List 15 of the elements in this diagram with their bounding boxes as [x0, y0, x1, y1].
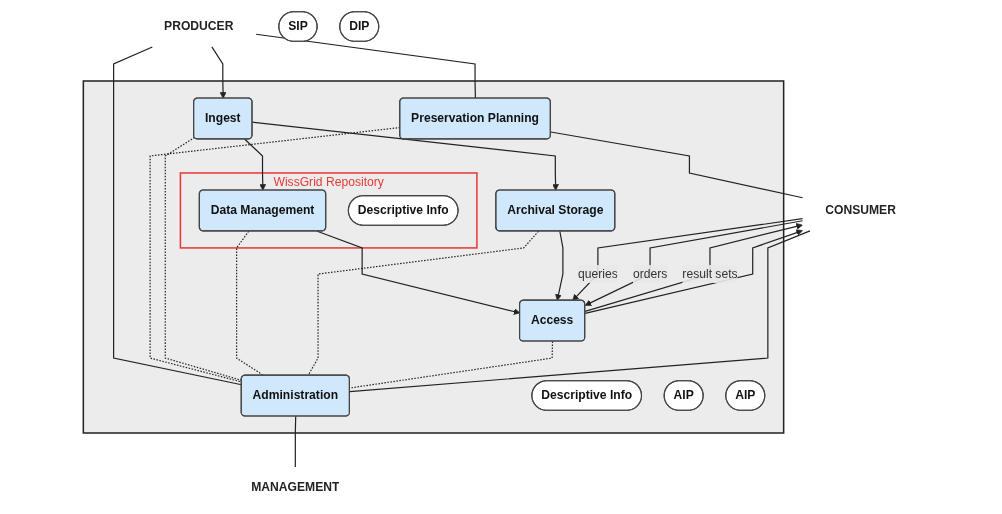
node-text: CONSUMER — [825, 203, 896, 217]
arrow — [211, 46, 227, 99]
connector — [550, 131, 804, 199]
connector — [236, 230, 265, 377]
cluster — [82, 80, 785, 434]
node-text: PRODUCER — [164, 19, 234, 33]
edge-label: orders — [632, 267, 668, 281]
connector — [349, 230, 811, 393]
connector — [294, 415, 297, 468]
edge-label: queries — [578, 267, 618, 281]
arrow — [244, 138, 267, 191]
connector — [255, 33, 477, 99]
arrow — [555, 230, 564, 301]
node-text: MANAGEMENT — [251, 480, 340, 494]
edge-label: result sets — [682, 267, 738, 281]
